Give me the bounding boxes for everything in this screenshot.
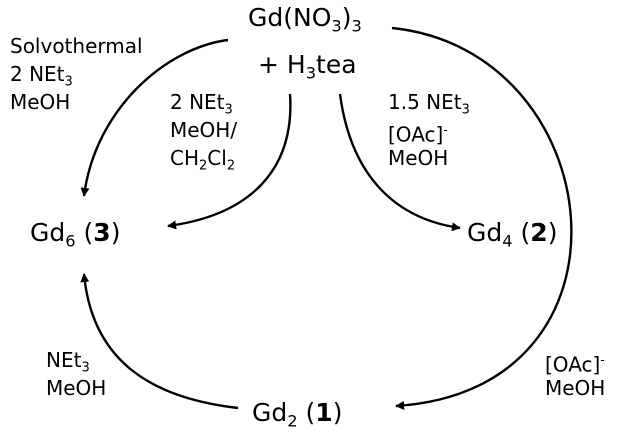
conditions-oac-gd4: 1.5 NEt3 [OAc]- MeOH [388,90,470,170]
conditions-solvothermal: Solvothermal 2 NEt3 MeOH [10,34,143,114]
arrow-reactants-to-gd2 [391,26,573,410]
conditions-oac-gd2: [OAc]- MeOH [545,352,606,400]
conditions-net3-gd6: NEt3 MeOH [46,348,107,400]
conditions-dcm: 2 NEt3 MeOH/ CH2Cl2 [170,90,238,174]
reactant-gd-nitrate: Gd(NO3)3 [248,3,362,36]
arrow-dcm-to-gd6 [167,93,292,230]
reactant-h3tea: + H3tea [258,50,357,83]
arrow-solvothermal-to-gd6 [80,38,229,197]
product-gd6: Gd6 (3) [30,218,121,251]
arrow-gd2-to-gd6 [80,273,239,410]
product-gd4: Gd4 (2) [467,218,558,251]
product-gd2: Gd2 (1) [252,398,343,431]
arrow-oac-to-gd4 [338,93,461,232]
